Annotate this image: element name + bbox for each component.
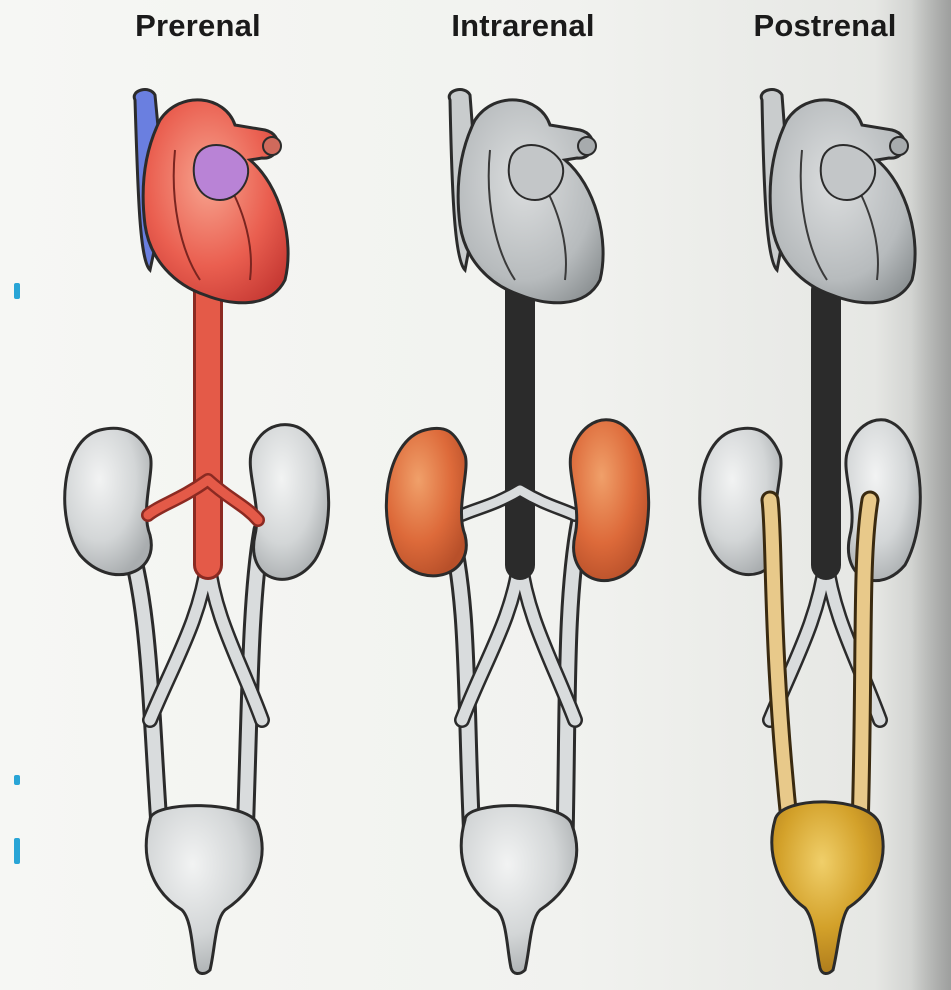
intrarenal-bladder [461, 806, 576, 974]
margin-mark [14, 838, 20, 864]
prerenal-figure [65, 90, 329, 974]
intrarenal-figure [386, 90, 648, 974]
intrarenal-right-kidney [570, 420, 648, 581]
postrenal-heart [770, 100, 915, 303]
margin-mark [14, 283, 20, 299]
postrenal-bladder [772, 802, 883, 974]
postrenal-figure [700, 90, 921, 974]
prerenal-right-kidney [250, 425, 328, 580]
prerenal-left-kidney [65, 428, 152, 574]
intrarenal-heart [458, 100, 603, 303]
intrarenal-left-kidney [386, 428, 466, 576]
margin-mark [14, 775, 20, 785]
prerenal-pulmonary-trunk [194, 145, 248, 200]
prerenal-heart [143, 100, 288, 303]
prerenal-bladder [146, 806, 262, 974]
